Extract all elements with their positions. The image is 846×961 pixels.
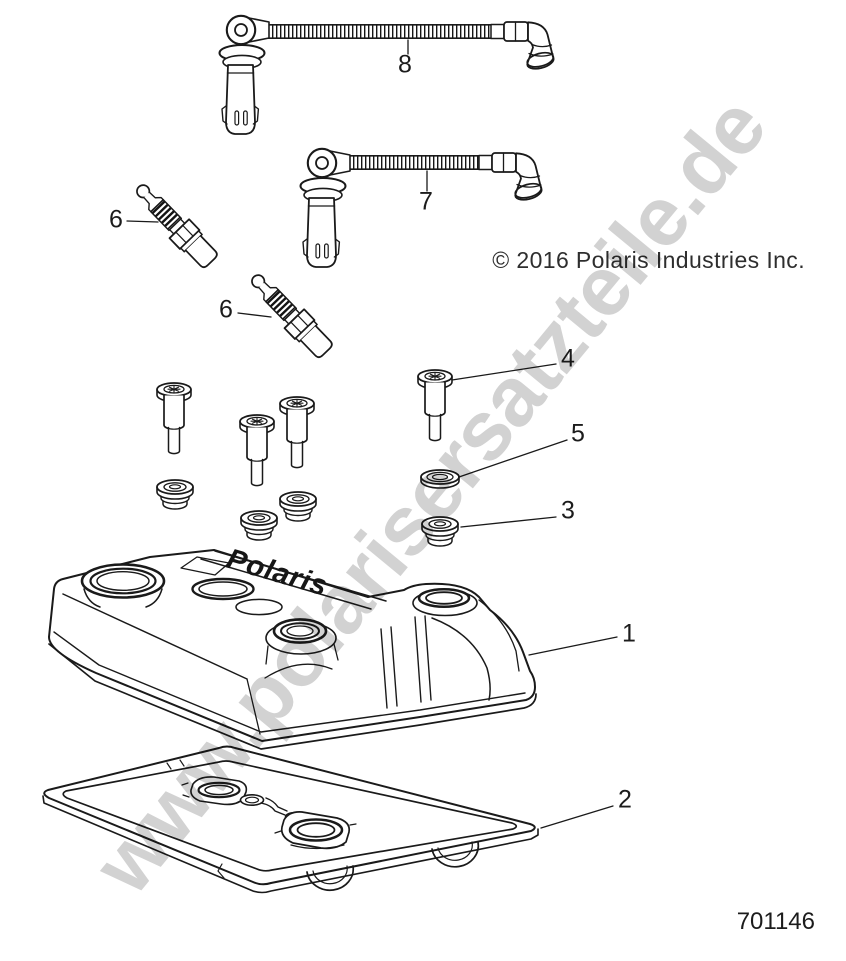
callout-1-valve-cover: 1 — [622, 619, 636, 648]
callout-8-wire: 8 — [398, 50, 412, 79]
leader-line-4 — [451, 363, 557, 381]
spark-plug-wire-7-drawing — [299, 147, 544, 269]
copyright-notice: © 2016 Polaris Industries Inc. — [492, 247, 805, 273]
leader-line-6b — [237, 312, 272, 318]
callout-7-wire: 7 — [419, 187, 433, 216]
leader-line-3 — [460, 516, 557, 528]
callout-5-washer: 5 — [571, 419, 585, 448]
leader-line-6a — [126, 220, 159, 223]
valve-cover-drawing: Polaris — [48, 543, 537, 750]
callout-6-spark-plug-a: 6 — [109, 205, 123, 234]
spark-plug-a-drawing — [129, 177, 221, 271]
leader-line-1 — [528, 636, 618, 656]
cover-screws-drawing — [156, 369, 453, 487]
valve-cover-gasket-drawing — [42, 745, 539, 894]
callout-2-gasket: 2 — [618, 785, 632, 814]
spark-plug-wire-8-drawing — [218, 14, 556, 136]
spark-plug-b-drawing — [244, 267, 336, 361]
seal-washers-drawing — [156, 469, 460, 547]
callout-3-seal: 3 — [561, 496, 575, 525]
leader-lines — [126, 39, 618, 829]
part-number: 701146 — [736, 908, 815, 935]
callout-6-spark-plug-b: 6 — [219, 295, 233, 324]
leader-line-5 — [458, 439, 568, 478]
callout-4-screw: 4 — [561, 344, 575, 373]
leader-line-2 — [540, 805, 614, 829]
